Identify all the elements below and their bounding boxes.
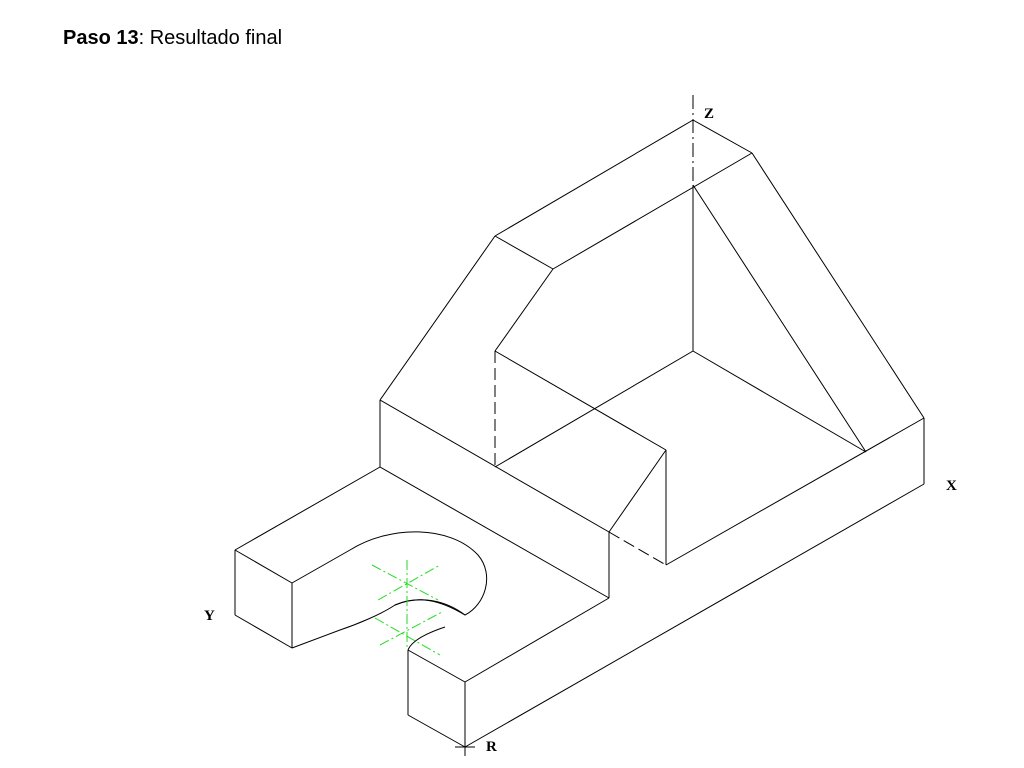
- axis-label-x: X: [946, 478, 957, 494]
- u-opening-outline: [291, 531, 488, 649]
- upper-block: [379, 119, 925, 468]
- u-opening-inner-edge: [407, 626, 446, 651]
- slot-cut: [608, 417, 925, 598]
- forked-arm: [234, 531, 488, 651]
- base-block: [234, 399, 925, 748]
- step-description: Resultado final: [144, 27, 283, 49]
- step-separator: :: [138, 27, 145, 49]
- axis-label-y: Y: [204, 608, 215, 624]
- axis-label-origin: R: [486, 739, 497, 755]
- u-opening-lower-edge: [394, 599, 466, 616]
- step-number: Paso 13: [63, 27, 139, 49]
- step-title: Paso 13: Resultado final: [63, 27, 282, 50]
- arc-center-lines: [371, 560, 443, 656]
- axis-label-z: Z: [704, 106, 714, 122]
